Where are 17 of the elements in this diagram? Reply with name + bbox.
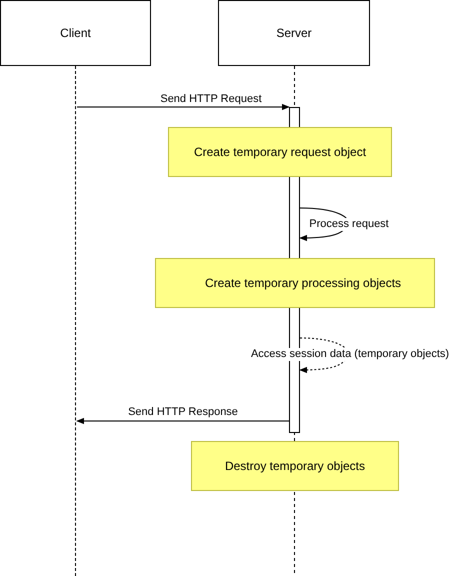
edge-label: Send HTTP Response bbox=[127, 406, 239, 419]
edge-label: Process request bbox=[308, 218, 390, 231]
message-arrow bbox=[76, 104, 290, 110]
participant-box bbox=[0, 0, 151, 66]
participant-label: Server bbox=[276, 26, 312, 40]
note-text: Destroy temporary objects bbox=[224, 459, 366, 473]
note-box bbox=[191, 441, 399, 491]
note-text: Create temporary request object bbox=[194, 145, 366, 159]
lifeline bbox=[75, 66, 77, 576]
edge-label: Send HTTP Request bbox=[159, 93, 263, 106]
note-box bbox=[168, 127, 392, 177]
edge-label: Access session data (temporary objects) bbox=[250, 348, 450, 361]
note-box bbox=[155, 258, 435, 308]
participant-box bbox=[218, 0, 370, 66]
note-text: Create temporary processing objects bbox=[204, 276, 402, 290]
message-arrow bbox=[76, 418, 290, 424]
participant-label: Client bbox=[60, 26, 91, 40]
